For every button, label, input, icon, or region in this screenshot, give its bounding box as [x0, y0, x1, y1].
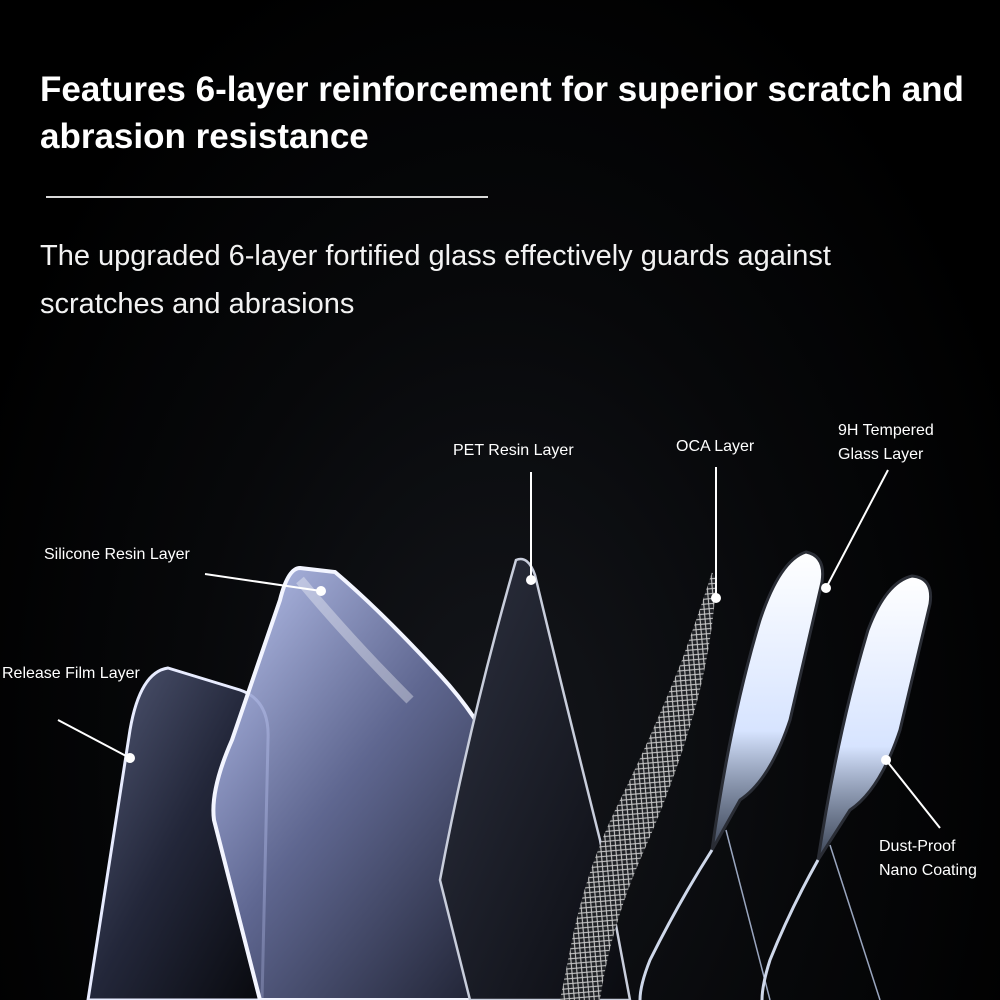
tempered-glass-shape	[710, 550, 825, 851]
label-release-film: Release Film Layer	[2, 665, 140, 682]
divider	[46, 196, 488, 198]
label-dust-proof: Dust-Proof Nano Coating	[879, 838, 977, 879]
label-silicone-resin: Silicone Resin Layer	[44, 546, 190, 563]
pet-resin-shape	[438, 557, 632, 1000]
silicone-resin-leader	[204, 573, 322, 592]
oca-shape	[560, 572, 716, 1000]
tempered-glass-leader	[825, 469, 889, 589]
label-tempered-glass: 9H Tempered Glass Layer	[838, 422, 934, 463]
dust-proof-shape	[816, 574, 933, 861]
label-pet-resin: PET Resin Layer	[453, 442, 574, 459]
label-oca: OCA Layer	[676, 438, 755, 455]
release-film-leader	[57, 719, 131, 759]
headline: Features 6-layer reinforcement for super…	[40, 70, 964, 156]
subtext: The upgraded 6-layer fortified glass eff…	[40, 240, 831, 320]
dust-proof-leader	[885, 759, 941, 829]
